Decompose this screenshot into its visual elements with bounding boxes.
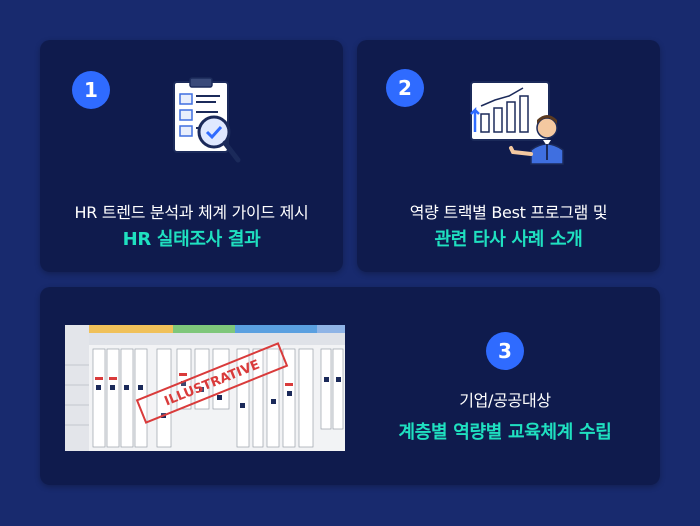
card-3-text: 3 기업/공공대상 계층별 역량별 교육체계 수립	[350, 287, 660, 485]
card-3-title: 계층별 역량별 교육체계 수립	[398, 422, 612, 443]
card-2-title: 관련 타사 사례 소개	[434, 229, 583, 250]
step-badge-1: 1	[72, 71, 110, 109]
step-badge-2: 2	[386, 69, 424, 107]
curriculum-table-graphic	[65, 325, 345, 451]
card-best-programs: 2 역량 트랙별 Best 프로그램 및 관련 타사 사례 소개	[357, 40, 660, 272]
step-badge-3: 3	[486, 332, 524, 370]
card-1-description: HR 트렌드 분석과 체계 가이드 제시	[74, 203, 309, 222]
card-curriculum-system: ILLUSTRATIVE 3 기업/공공대상 계층별 역량별 교육체계 수립	[40, 287, 660, 485]
card-1-title: HR 실태조사 결과	[122, 229, 261, 250]
card-hr-survey: 1 HR 트렌드 분석과 체계 가이드 제시 HR 실태조사 결과	[40, 40, 343, 272]
card-3-description: 기업/공공대상	[459, 391, 551, 410]
card-2-description: 역량 트랙별 Best 프로그램 및	[409, 203, 608, 222]
clipboard-magnifier-icon	[173, 77, 241, 163]
presenter-chart-icon	[470, 81, 564, 165]
curriculum-table-thumbnail: ILLUSTRATIVE	[65, 325, 345, 451]
